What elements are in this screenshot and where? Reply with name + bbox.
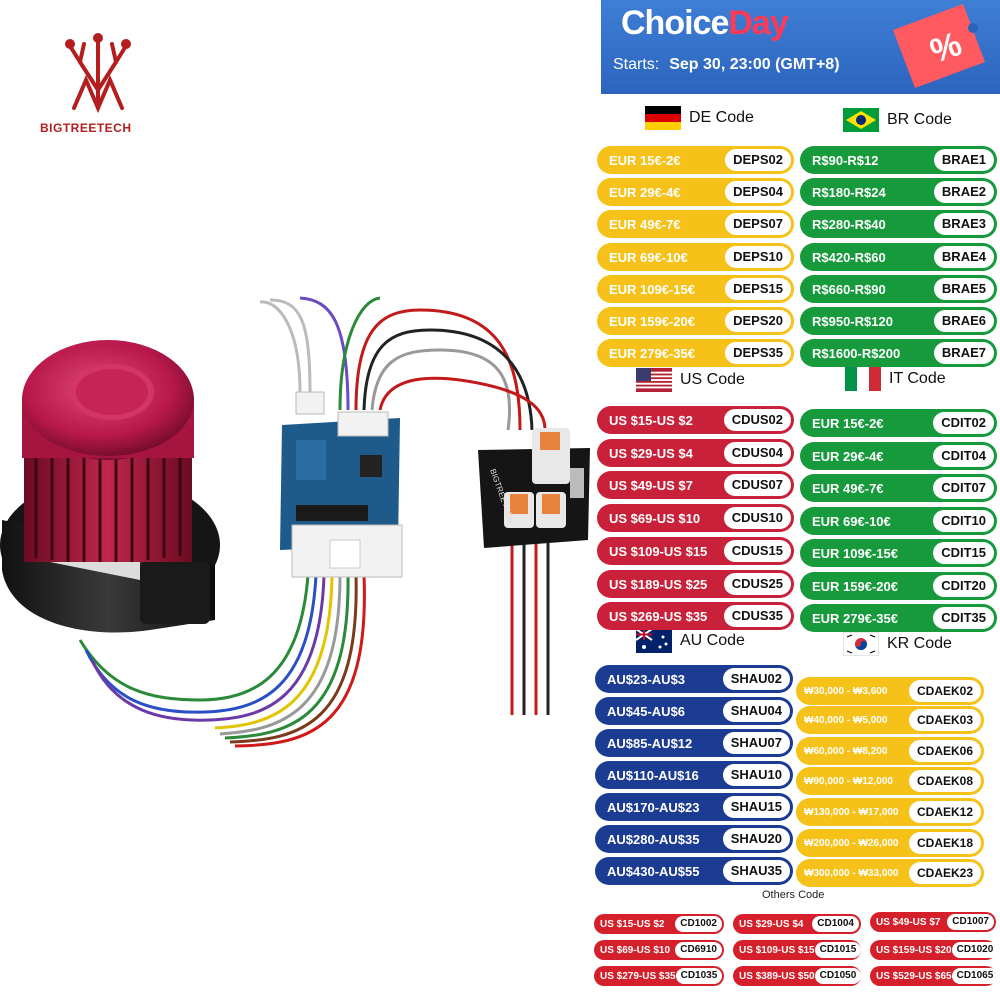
product-image: BIGTREETECH BIGTREETECH (0, 33, 590, 748)
flag-brazil-icon (843, 108, 879, 132)
blower-fan-icon (0, 340, 220, 633)
controller-board-icon (280, 391, 403, 578)
au-code-label: AU Code (680, 632, 745, 649)
flag-italy-icon (845, 367, 881, 391)
brand-logo-icon (65, 33, 131, 114)
coupon-de-3[interactable]: EUR 49€-7€DEPS07 (597, 210, 794, 238)
coupon-it-5[interactable]: EUR 109€-15€CDIT15 (800, 539, 997, 567)
it-code-header: IT Code (845, 367, 946, 391)
it-code-label: IT Code (889, 370, 946, 387)
au-code-header: AU Code (636, 629, 745, 653)
coupon-de-6[interactable]: EUR 159€-20€DEPS20 (597, 307, 794, 335)
choice-day-banner[interactable]: ChoiceDay Starts:Sep 30, 23:00 (GMT+8) % (601, 0, 1000, 94)
kr-code-label: KR Code (887, 635, 952, 652)
us-code-header: US Code (636, 368, 745, 392)
coupon-it-3[interactable]: EUR 49€-7€CDIT07 (800, 474, 997, 502)
coupon-de-2[interactable]: EUR 29€-4€DEPS04 (597, 178, 794, 206)
coupon-it-4[interactable]: EUR 69€-10€CDIT10 (800, 507, 997, 535)
coupon-it-6[interactable]: EUR 159€-20€CDIT20 (800, 572, 997, 600)
coupon-de-7[interactable]: EUR 279€-35€DEPS35 (597, 339, 794, 367)
discount-tag-icon: % (893, 4, 985, 88)
us-code-label: US Code (680, 371, 745, 388)
de-code-label: DE Code (689, 109, 754, 126)
others-code-label: Others Code (762, 889, 825, 901)
banner-title: ChoiceDay (621, 4, 789, 42)
brand-name: BIGTREETECH (40, 121, 132, 135)
coupon-it-7[interactable]: EUR 279€-35€CDIT35 (800, 604, 997, 632)
flag-korea-icon (843, 632, 879, 656)
kr-code-header: KR Code (843, 632, 952, 656)
terminal-board-icon: BIGTREETECH (478, 428, 590, 548)
coupon-it-2[interactable]: EUR 29€-4€CDIT04 (800, 442, 997, 470)
coupon-de-4[interactable]: EUR 69€-10€DEPS10 (597, 243, 794, 271)
de-code-header: DE Code (645, 106, 754, 130)
coupon-it-1[interactable]: EUR 15€-2€CDIT02 (800, 409, 997, 437)
flag-australia-icon (636, 629, 672, 653)
br-code-header: BR Code (843, 108, 952, 132)
coupon-de-5[interactable]: EUR 109€-15€DEPS15 (597, 275, 794, 303)
coupon-de-1[interactable]: EUR 15€-2€DEPS02 (597, 146, 794, 174)
flag-usa-icon (636, 368, 672, 392)
br-code-label: BR Code (887, 111, 952, 128)
flag-germany-icon (645, 106, 681, 130)
product-illustration: BIGTREETECH (0, 33, 590, 748)
banner-start-time: Starts:Sep 30, 23:00 (GMT+8) (613, 56, 840, 73)
